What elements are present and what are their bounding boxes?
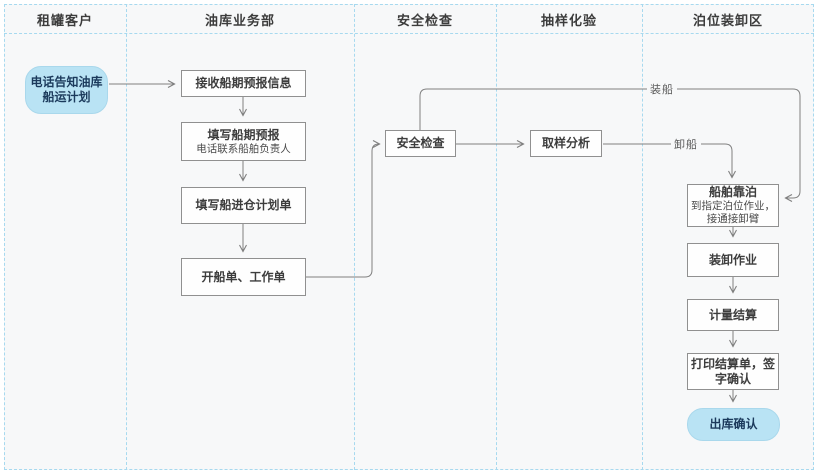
node-print-settlement: 打印结算单，签 字确认 bbox=[687, 353, 779, 390]
node-metering-settlement: 计量结算 bbox=[687, 299, 779, 331]
node-receive-forecast: 接收船期预报信息 bbox=[181, 70, 306, 97]
node-safety-check: 安全检查 bbox=[385, 130, 456, 157]
lane-divider-1 bbox=[126, 4, 127, 470]
node-load-unload-work: 装卸作业 bbox=[687, 243, 779, 277]
node-berthing: 船舶靠泊 到指定泊位作业， 接通接卸臂 bbox=[687, 184, 779, 227]
node-label: 计量结算 bbox=[708, 307, 757, 322]
node-label: 开船单、工作单 bbox=[201, 269, 286, 284]
node-title: 船舶靠泊 bbox=[708, 185, 757, 200]
node-subtitle: 电话联系船舶负责人 bbox=[196, 142, 291, 155]
node-sampling-analysis: 取样分析 bbox=[530, 130, 602, 157]
node-fill-forecast: 填写船期预报 电话联系船舶负责人 bbox=[181, 122, 306, 161]
lane-divider-3 bbox=[496, 4, 497, 470]
lane-header-sampling-test: 抽样化验 bbox=[496, 8, 642, 30]
lane-header-label: 抽样化验 bbox=[540, 13, 597, 29]
node-subtitle: 到指定泊位作业， bbox=[691, 200, 775, 213]
lane-divider-2 bbox=[354, 4, 355, 470]
lane-header-tank-customer: 租罐客户 bbox=[4, 8, 126, 30]
header-separator bbox=[4, 33, 814, 34]
node-label: 填写船进仓计划单 bbox=[195, 198, 292, 212]
lane-header-safety-check: 安全检查 bbox=[354, 8, 496, 30]
node-label: 安全检查 bbox=[396, 136, 445, 150]
lane-header-label: 安全检查 bbox=[396, 13, 453, 29]
lane-header-label: 租罐客户 bbox=[36, 13, 93, 29]
swimlane-frame bbox=[4, 4, 814, 470]
node-label: 取样分析 bbox=[541, 136, 590, 150]
node-label: 船运计划 bbox=[42, 90, 91, 104]
node-end-outbound-confirm: 出库确认 bbox=[687, 408, 780, 441]
node-issue-orders: 开船单、工作单 bbox=[181, 258, 306, 296]
lane-divider-4 bbox=[642, 4, 643, 470]
node-title: 填写船期预报 bbox=[207, 127, 280, 142]
node-label: 装卸作业 bbox=[708, 252, 757, 267]
node-start-notify-depot: 电话告知油库 船运计划 bbox=[25, 66, 108, 114]
edge-label-unloading: 卸船 bbox=[671, 136, 701, 152]
node-label: 接收船期预报信息 bbox=[195, 76, 292, 90]
lane-header-depot-business: 油库业务部 bbox=[126, 8, 354, 30]
node-label: 电话告知油库 bbox=[30, 75, 103, 89]
node-label: 打印结算单，签 bbox=[690, 356, 775, 371]
edge-label-loading: 装船 bbox=[647, 81, 677, 97]
lane-header-berth-area: 泊位装卸区 bbox=[642, 8, 814, 30]
node-fill-warehouse-plan: 填写船进仓计划单 bbox=[181, 187, 306, 224]
node-label: 字确认 bbox=[714, 371, 751, 386]
node-subtitle: 接通接卸臂 bbox=[706, 213, 760, 225]
lane-header-label: 油库业务部 bbox=[204, 13, 275, 29]
lane-header-label: 泊位装卸区 bbox=[692, 13, 763, 29]
node-label: 出库确认 bbox=[709, 417, 758, 431]
